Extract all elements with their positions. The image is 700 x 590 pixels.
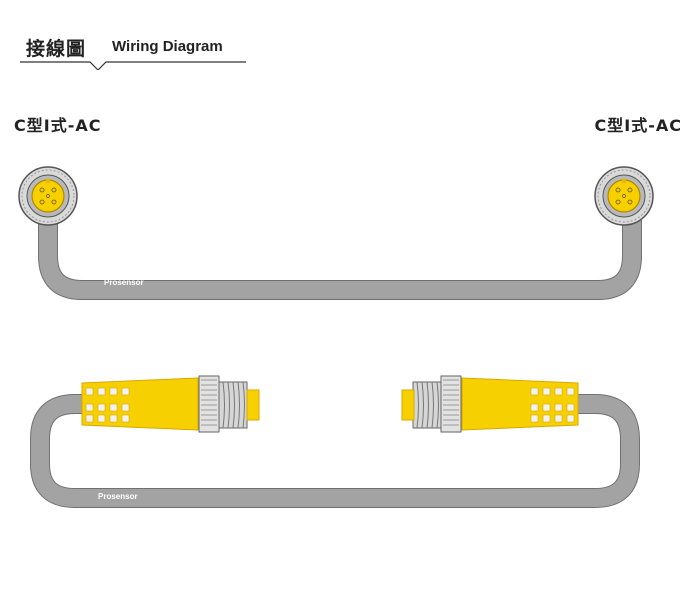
header-title-english: Wiring Diagram xyxy=(112,38,223,55)
round-connector-right xyxy=(594,166,654,226)
diagram-header: 接線圖 Wiring Diagram xyxy=(20,34,246,70)
top-cable-brand: Prosensor xyxy=(104,278,144,287)
connector-label-left: C型I式-AC xyxy=(14,116,102,135)
inline-connector-left xyxy=(81,375,260,433)
round-connector-left xyxy=(18,166,78,226)
inline-connector-right xyxy=(401,375,579,433)
bottom-cable-brand: Prosensor xyxy=(98,492,138,501)
top-cable: Prosensor xyxy=(38,220,642,300)
header-title-chinese: 接線圖 xyxy=(26,38,87,60)
bottom-cable: Prosensor xyxy=(30,394,640,508)
connector-label-right: C型I式-AC xyxy=(594,116,682,135)
header-underline xyxy=(20,61,246,70)
